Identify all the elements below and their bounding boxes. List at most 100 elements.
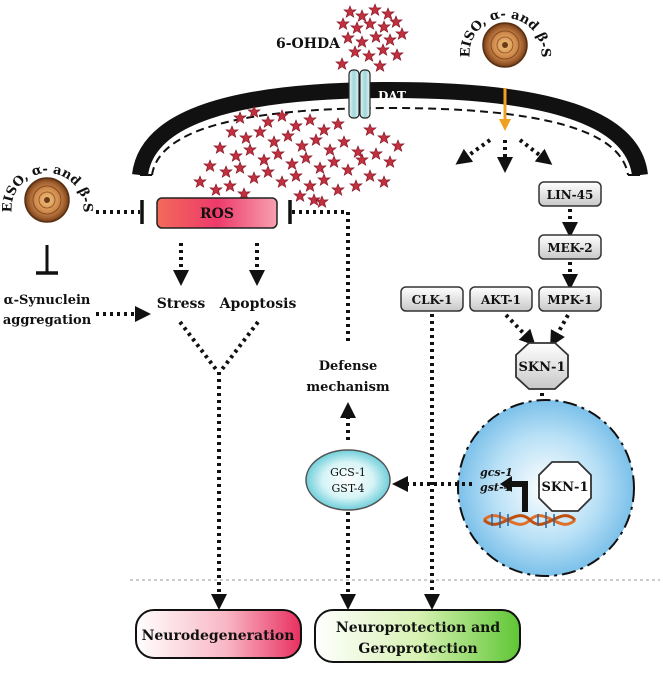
ohda-molecule-icon bbox=[381, 7, 395, 20]
mpk1-to-skn1-arrow bbox=[550, 314, 570, 347]
akt1-label: AKT-1 bbox=[480, 293, 521, 307]
ohda-molecule-icon bbox=[253, 125, 267, 138]
ohda-molecule-icon bbox=[233, 111, 247, 124]
ohda-molecule-icon bbox=[289, 169, 303, 182]
dat-label: DAT bbox=[378, 89, 406, 103]
ohda-molecule-icon bbox=[376, 43, 390, 56]
eiso-inhibits-synuclein bbox=[36, 245, 58, 275]
ohda-molecule-icon bbox=[341, 163, 355, 176]
mpk1-box: MPK-1 bbox=[538, 286, 602, 312]
ohda-molecule-icon bbox=[213, 141, 227, 154]
ohda-molecule-icon bbox=[257, 153, 271, 166]
ohda-molecule-icon bbox=[247, 171, 261, 184]
ohda-molecule-icon bbox=[363, 17, 377, 30]
ohda-molecule-icon bbox=[225, 125, 239, 138]
ohda-label: 6-OHDA bbox=[276, 36, 341, 52]
ohda-molecule-icon bbox=[331, 117, 345, 130]
ohda-molecule-icon bbox=[309, 133, 323, 146]
mpk1-label: MPK-1 bbox=[547, 293, 592, 307]
neurodegeneration-label: Neurodegeneration bbox=[142, 628, 295, 644]
ros-box: ROS bbox=[156, 197, 278, 229]
gene-gst4-label: gst-4 bbox=[480, 481, 511, 494]
ohda-molecule-icon bbox=[336, 17, 350, 30]
gene-gcs1-label: gcs-1 bbox=[480, 466, 513, 479]
akt1-to-skn1-arrow bbox=[504, 313, 536, 346]
ohda-molecule-icon bbox=[390, 48, 404, 61]
synuclein-label-line2: aggregation bbox=[3, 313, 92, 328]
ohda-molecule-icon bbox=[349, 179, 363, 192]
ohda-molecule-icon bbox=[383, 33, 397, 46]
lin45-box: LIN-45 bbox=[538, 181, 602, 207]
eiso-inhibits-ros bbox=[96, 200, 144, 224]
ohda-molecule-icon bbox=[377, 175, 391, 188]
neuroprotection-label-line2: Geroprotection bbox=[358, 641, 477, 657]
clk1-label: CLK-1 bbox=[412, 293, 453, 307]
ohda-molecule-icon bbox=[331, 183, 345, 196]
skn1-nucleus-node: SKN-1 bbox=[538, 461, 592, 512]
ohda-molecule-icon bbox=[317, 123, 331, 136]
gcs-gst-node: GCS-1 GST-4 bbox=[305, 449, 391, 511]
ohda-molecule-icon bbox=[337, 135, 351, 148]
ohda-molecule-icon bbox=[203, 159, 217, 172]
ohda-molecule-icon bbox=[303, 179, 317, 192]
skn1-cytoplasm-node: SKN-1 bbox=[515, 342, 569, 390]
defense-label-line2: mechanism bbox=[306, 380, 390, 395]
merge-to-neurodegeneration bbox=[178, 320, 260, 610]
ohda-molecule-icon bbox=[233, 161, 247, 174]
ohda-molecule-icon bbox=[293, 189, 307, 202]
ohda-molecule-icon bbox=[341, 31, 355, 44]
ohda-molecule-icon bbox=[395, 27, 409, 40]
apoptosis-label: Apoptosis bbox=[219, 296, 297, 312]
stress-label: Stress bbox=[157, 296, 206, 312]
dat-transporter: DAT bbox=[348, 69, 406, 119]
ohda-molecule-icon bbox=[383, 155, 397, 168]
ohda-molecule-icon bbox=[355, 35, 369, 48]
ohda-molecule-icon bbox=[209, 183, 223, 196]
clk1-box: CLK-1 bbox=[400, 286, 464, 312]
ohda-molecule-icon bbox=[295, 139, 309, 152]
ohda-molecule-icon bbox=[323, 143, 337, 156]
ohda-molecule-icon bbox=[348, 45, 362, 58]
ohda-molecule-icon bbox=[377, 20, 391, 33]
synuclein-label-line1: α-Synuclein bbox=[4, 293, 91, 308]
ohda-molecule-icon bbox=[369, 30, 383, 43]
ohda-molecule-icon bbox=[229, 149, 243, 162]
ohda-molecule-icon bbox=[267, 135, 281, 148]
skn1-nucleus-label: SKN-1 bbox=[541, 480, 588, 495]
ohda-molecule-icon bbox=[369, 147, 383, 160]
ohda-molecule-icon bbox=[289, 119, 303, 132]
ohda-molecule-icon bbox=[275, 175, 289, 188]
downstream-dotted-arrows bbox=[455, 138, 553, 173]
ohda-molecule-icon bbox=[350, 21, 364, 34]
ohda-molecule-icon bbox=[389, 15, 403, 28]
ohda-molecule-icon bbox=[271, 147, 285, 160]
ohda-molecule-icon bbox=[219, 165, 233, 178]
neuroprotection-box: Neuroprotection and Geroprotection bbox=[314, 609, 521, 663]
ohda-molecule-icon bbox=[363, 169, 377, 182]
eiso-left-icon: EISO, α- and β-Santalol bbox=[0, 0, 95, 223]
ros-label: ROS bbox=[200, 206, 234, 222]
mek2-label: MEK-2 bbox=[547, 241, 592, 255]
ohda-molecule-icon bbox=[355, 9, 369, 22]
ohda-molecule-icon bbox=[391, 139, 405, 152]
transcription-start-arrow bbox=[500, 476, 528, 512]
ohda-molecule-icon bbox=[335, 57, 349, 70]
ohda-molecule-icon bbox=[261, 115, 275, 128]
lin45-label: LIN-45 bbox=[547, 188, 594, 202]
ohda-molecule-icon bbox=[355, 153, 369, 166]
defense-label-line1: Defense bbox=[319, 359, 377, 374]
ohda-molecule-icon bbox=[362, 49, 376, 62]
dna-helix bbox=[482, 512, 577, 528]
gcs-label: GCS-1 bbox=[330, 466, 366, 479]
ohda-molecule-icon bbox=[377, 131, 391, 144]
akt1-box: AKT-1 bbox=[469, 286, 533, 312]
ohda-molecule-icon bbox=[327, 155, 341, 168]
ohda-molecule-icon bbox=[223, 179, 237, 192]
cell-membrane bbox=[132, 81, 648, 177]
ohda-molecule-icon bbox=[303, 113, 317, 126]
ohda-molecule-icon bbox=[243, 143, 257, 156]
defense-inhibits-ros bbox=[288, 200, 350, 345]
ohda-molecule-icon bbox=[299, 151, 313, 164]
skn1-top-label: SKN-1 bbox=[518, 360, 565, 375]
